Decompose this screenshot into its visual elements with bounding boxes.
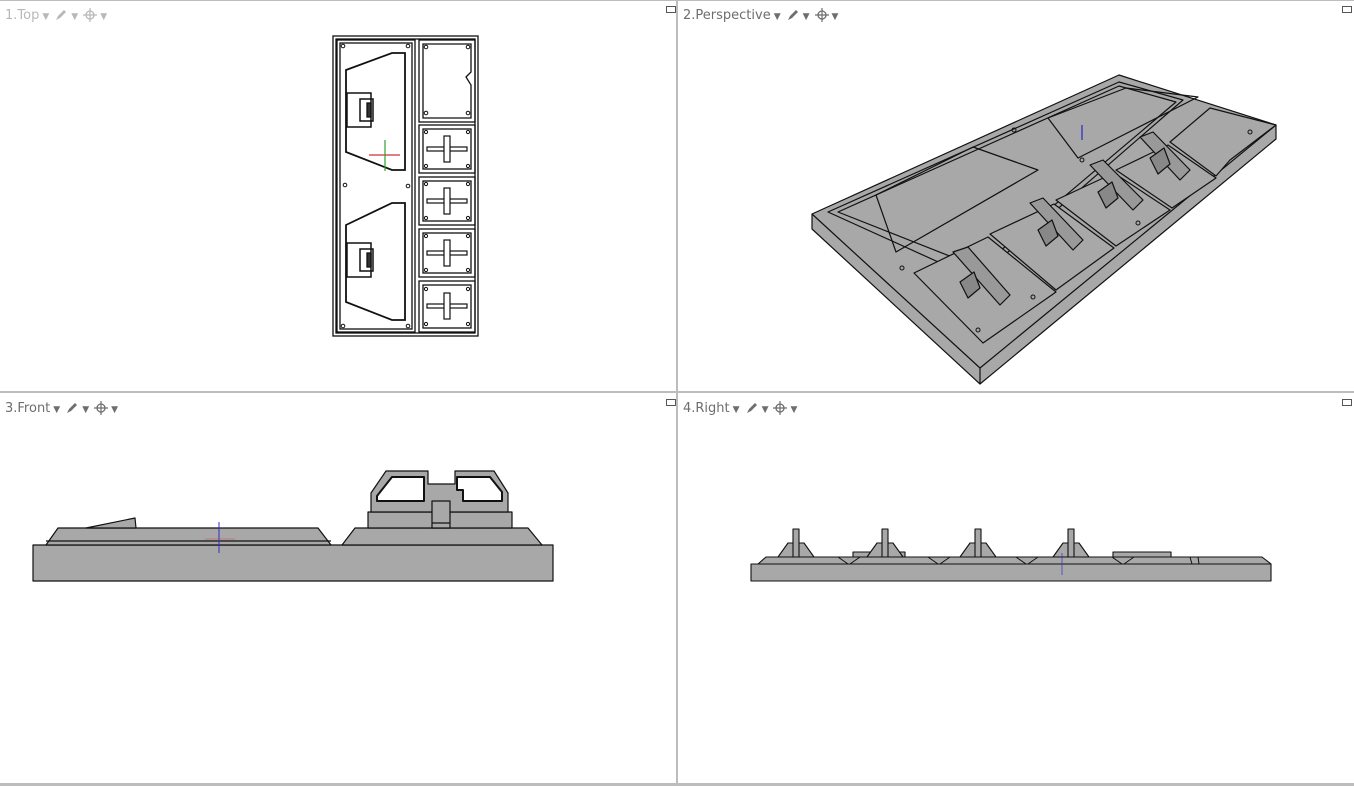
viewport-front-header: 3.Front ▼ ▼ ▼ <box>5 399 123 417</box>
right-view-drawing <box>750 528 1272 582</box>
viewport-divider-vertical[interactable] <box>676 0 678 783</box>
perspective-view-drawing <box>811 74 1277 385</box>
crosshair-icon[interactable] <box>83 8 98 22</box>
chevron-down-icon[interactable]: ▼ <box>82 405 90 415</box>
pencil-icon[interactable] <box>745 401 759 415</box>
viewport-right-header: 4.Right ▼ ▼ ▼ <box>683 399 802 417</box>
maximize-icon[interactable] <box>1342 6 1352 13</box>
pencil-icon[interactable] <box>786 8 800 22</box>
chevron-down-icon[interactable]: ▼ <box>790 405 798 415</box>
crosshair-icon[interactable] <box>773 401 788 415</box>
viewport-perspective-title[interactable]: 2.Perspective <box>683 7 771 23</box>
crosshair-icon[interactable] <box>814 8 829 22</box>
pencil-icon[interactable] <box>65 401 79 415</box>
chevron-down-icon[interactable]: ▼ <box>100 12 108 22</box>
viewport-right[interactable]: 4.Right ▼ ▼ ▼ <box>678 393 1354 783</box>
maximize-icon[interactable] <box>1342 399 1352 406</box>
viewport-divider-bottom <box>0 783 1354 786</box>
chevron-down-icon[interactable]: ▼ <box>53 405 61 415</box>
chevron-down-icon[interactable]: ▼ <box>71 12 79 22</box>
chevron-down-icon[interactable]: ▼ <box>761 405 769 415</box>
chevron-down-icon[interactable]: ▼ <box>773 12 781 22</box>
viewport-top[interactable]: 1.Top ▼ ▼ ▼ <box>0 0 676 391</box>
top-view-drawing <box>332 35 479 337</box>
viewport-front[interactable]: 3.Front ▼ ▼ ▼ <box>0 393 676 783</box>
viewport-front-title[interactable]: 3.Front <box>5 400 51 416</box>
front-view-drawing <box>32 470 554 582</box>
viewport-right-title[interactable]: 4.Right <box>683 400 730 416</box>
pencil-icon[interactable] <box>54 8 68 22</box>
chevron-down-icon[interactable]: ▼ <box>802 12 810 22</box>
viewport-perspective-header: 2.Perspective ▼ ▼ ▼ <box>683 6 843 24</box>
viewport-top-header: 1.Top ▼ ▼ ▼ <box>5 6 112 24</box>
viewport-top-title[interactable]: 1.Top <box>5 7 40 23</box>
maximize-icon[interactable] <box>666 6 676 13</box>
maximize-icon[interactable] <box>666 399 676 406</box>
chevron-down-icon[interactable]: ▼ <box>111 405 119 415</box>
chevron-down-icon[interactable]: ▼ <box>42 12 50 22</box>
chevron-down-icon[interactable]: ▼ <box>732 405 740 415</box>
crosshair-icon[interactable] <box>94 401 109 415</box>
viewport-perspective[interactable]: 2.Perspective ▼ ▼ ▼ <box>678 0 1354 391</box>
chevron-down-icon[interactable]: ▼ <box>831 12 839 22</box>
